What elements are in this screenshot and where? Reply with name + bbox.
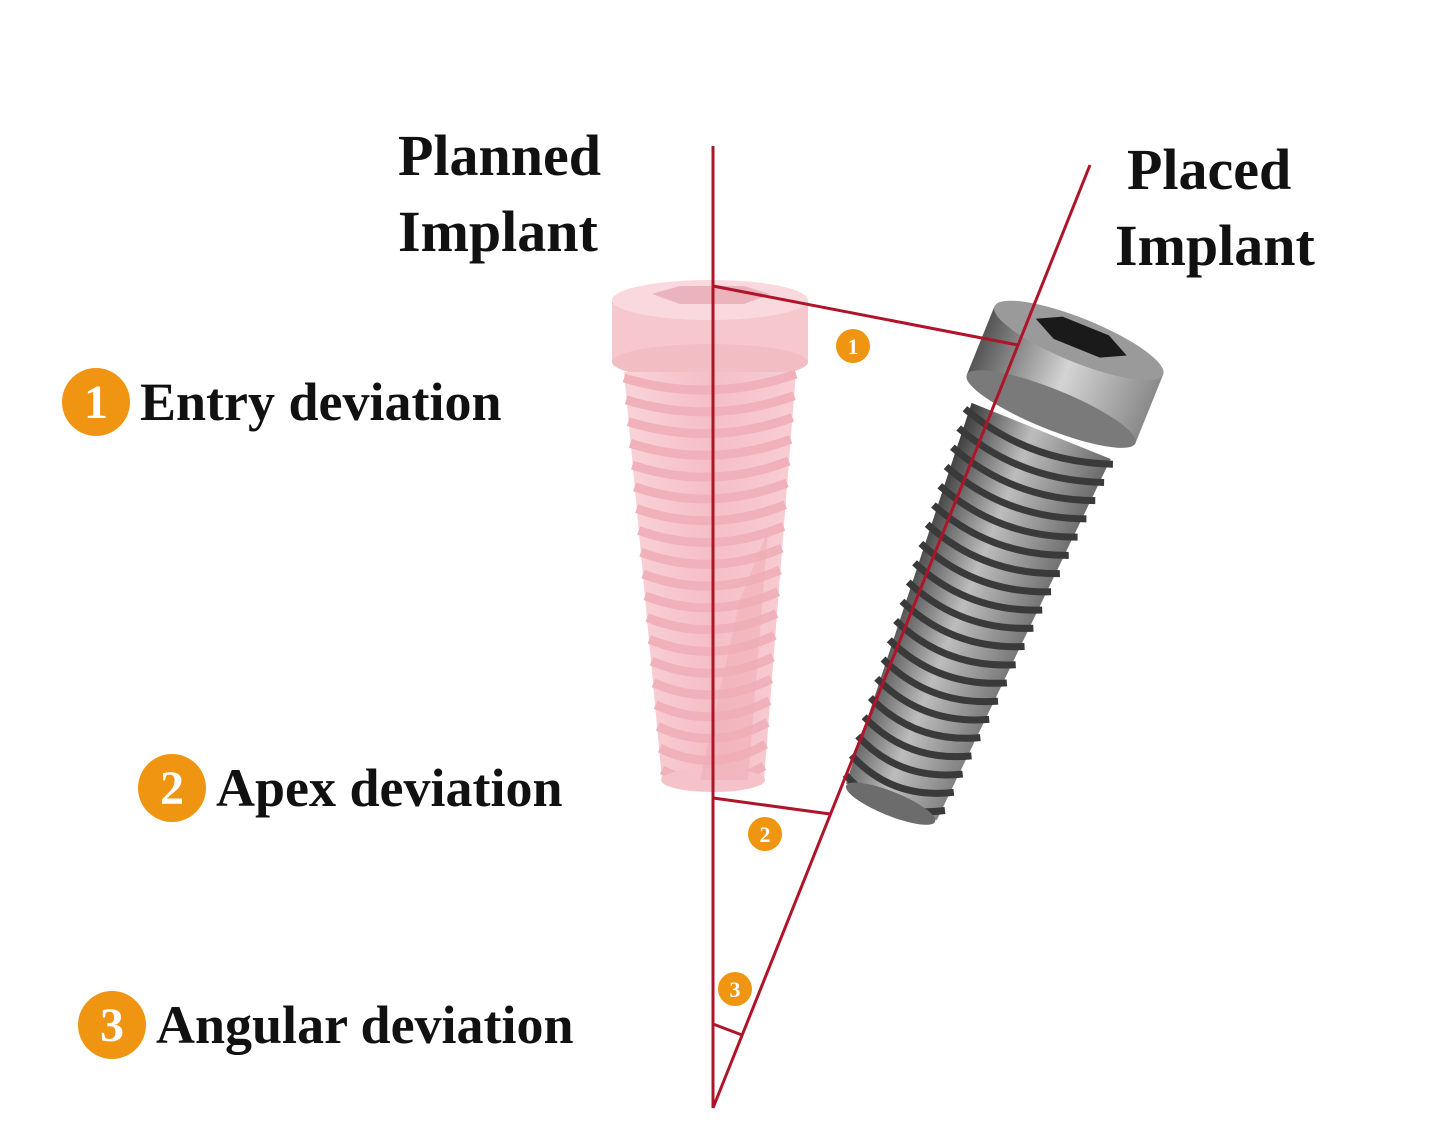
legend-label: Angular deviation xyxy=(156,995,574,1055)
marker-1-text: 1 xyxy=(848,334,859,359)
legend-number-badge: 3 xyxy=(78,991,146,1059)
placed-implant-label-line2: Implant xyxy=(1115,213,1315,278)
thread-ridge xyxy=(633,478,789,504)
thread-ridge xyxy=(624,391,796,417)
thread-ridge xyxy=(874,675,990,724)
angle-arc-line xyxy=(712,1022,743,1037)
thread-ridge xyxy=(639,544,784,569)
thread-ridge xyxy=(855,733,964,779)
marker-2-text: 2 xyxy=(760,822,771,847)
legend-apex-deviation: 2 Apex deviation xyxy=(138,754,563,822)
planned-implant-label-line1: Planned xyxy=(398,123,602,188)
thread-ridge xyxy=(924,521,1060,578)
deviation-lines xyxy=(711,146,1092,1109)
placed-axis-line xyxy=(711,164,1092,1109)
marker-3-text: 3 xyxy=(730,977,741,1002)
thread-ridge xyxy=(880,656,999,706)
marker-1: 1 xyxy=(836,329,870,363)
thread-ridge xyxy=(867,695,981,742)
thread-ridge xyxy=(962,406,1114,468)
legend-label: Entry deviation xyxy=(140,372,502,432)
placed-implant-label-line1: Placed xyxy=(1127,137,1292,202)
thread-ridge xyxy=(956,425,1105,486)
thread-ridge xyxy=(848,752,955,797)
thread-ridge xyxy=(931,502,1069,559)
thread-ridge xyxy=(637,522,786,548)
thread-ridge xyxy=(635,500,788,526)
legend-angular-deviation: 3 Angular deviation xyxy=(78,991,574,1059)
legend-entry-deviation: 1 Entry deviation xyxy=(62,368,502,436)
apex-deviation-line xyxy=(712,796,831,816)
thread-ridge xyxy=(631,456,791,482)
thread-ridge xyxy=(943,463,1087,523)
entry-deviation-line xyxy=(712,284,1019,347)
marker-3: 3 xyxy=(718,972,752,1006)
thread-ridge xyxy=(937,483,1078,541)
thread-ridge xyxy=(628,435,793,460)
placed-implant xyxy=(842,300,1164,825)
placed-implant-label: Placed Implant xyxy=(1115,132,1315,284)
thread-ridge xyxy=(893,617,1016,669)
thread-ridge xyxy=(950,444,1096,505)
legend-label: Apex deviation xyxy=(216,758,563,818)
marker-2: 2 xyxy=(748,817,782,851)
thread-ridge xyxy=(899,598,1025,651)
thread-ridge xyxy=(626,413,794,439)
planned-implant xyxy=(612,280,808,792)
legend-number-badge: 2 xyxy=(138,754,206,822)
thread-ridge xyxy=(861,714,972,761)
thread-ridge xyxy=(622,369,798,395)
legend-number-badge: 1 xyxy=(62,368,130,436)
planned-implant-label-line2: Implant xyxy=(398,199,598,264)
planned-implant-label: Planned Implant xyxy=(398,118,601,270)
thread-ridge xyxy=(886,637,1008,687)
